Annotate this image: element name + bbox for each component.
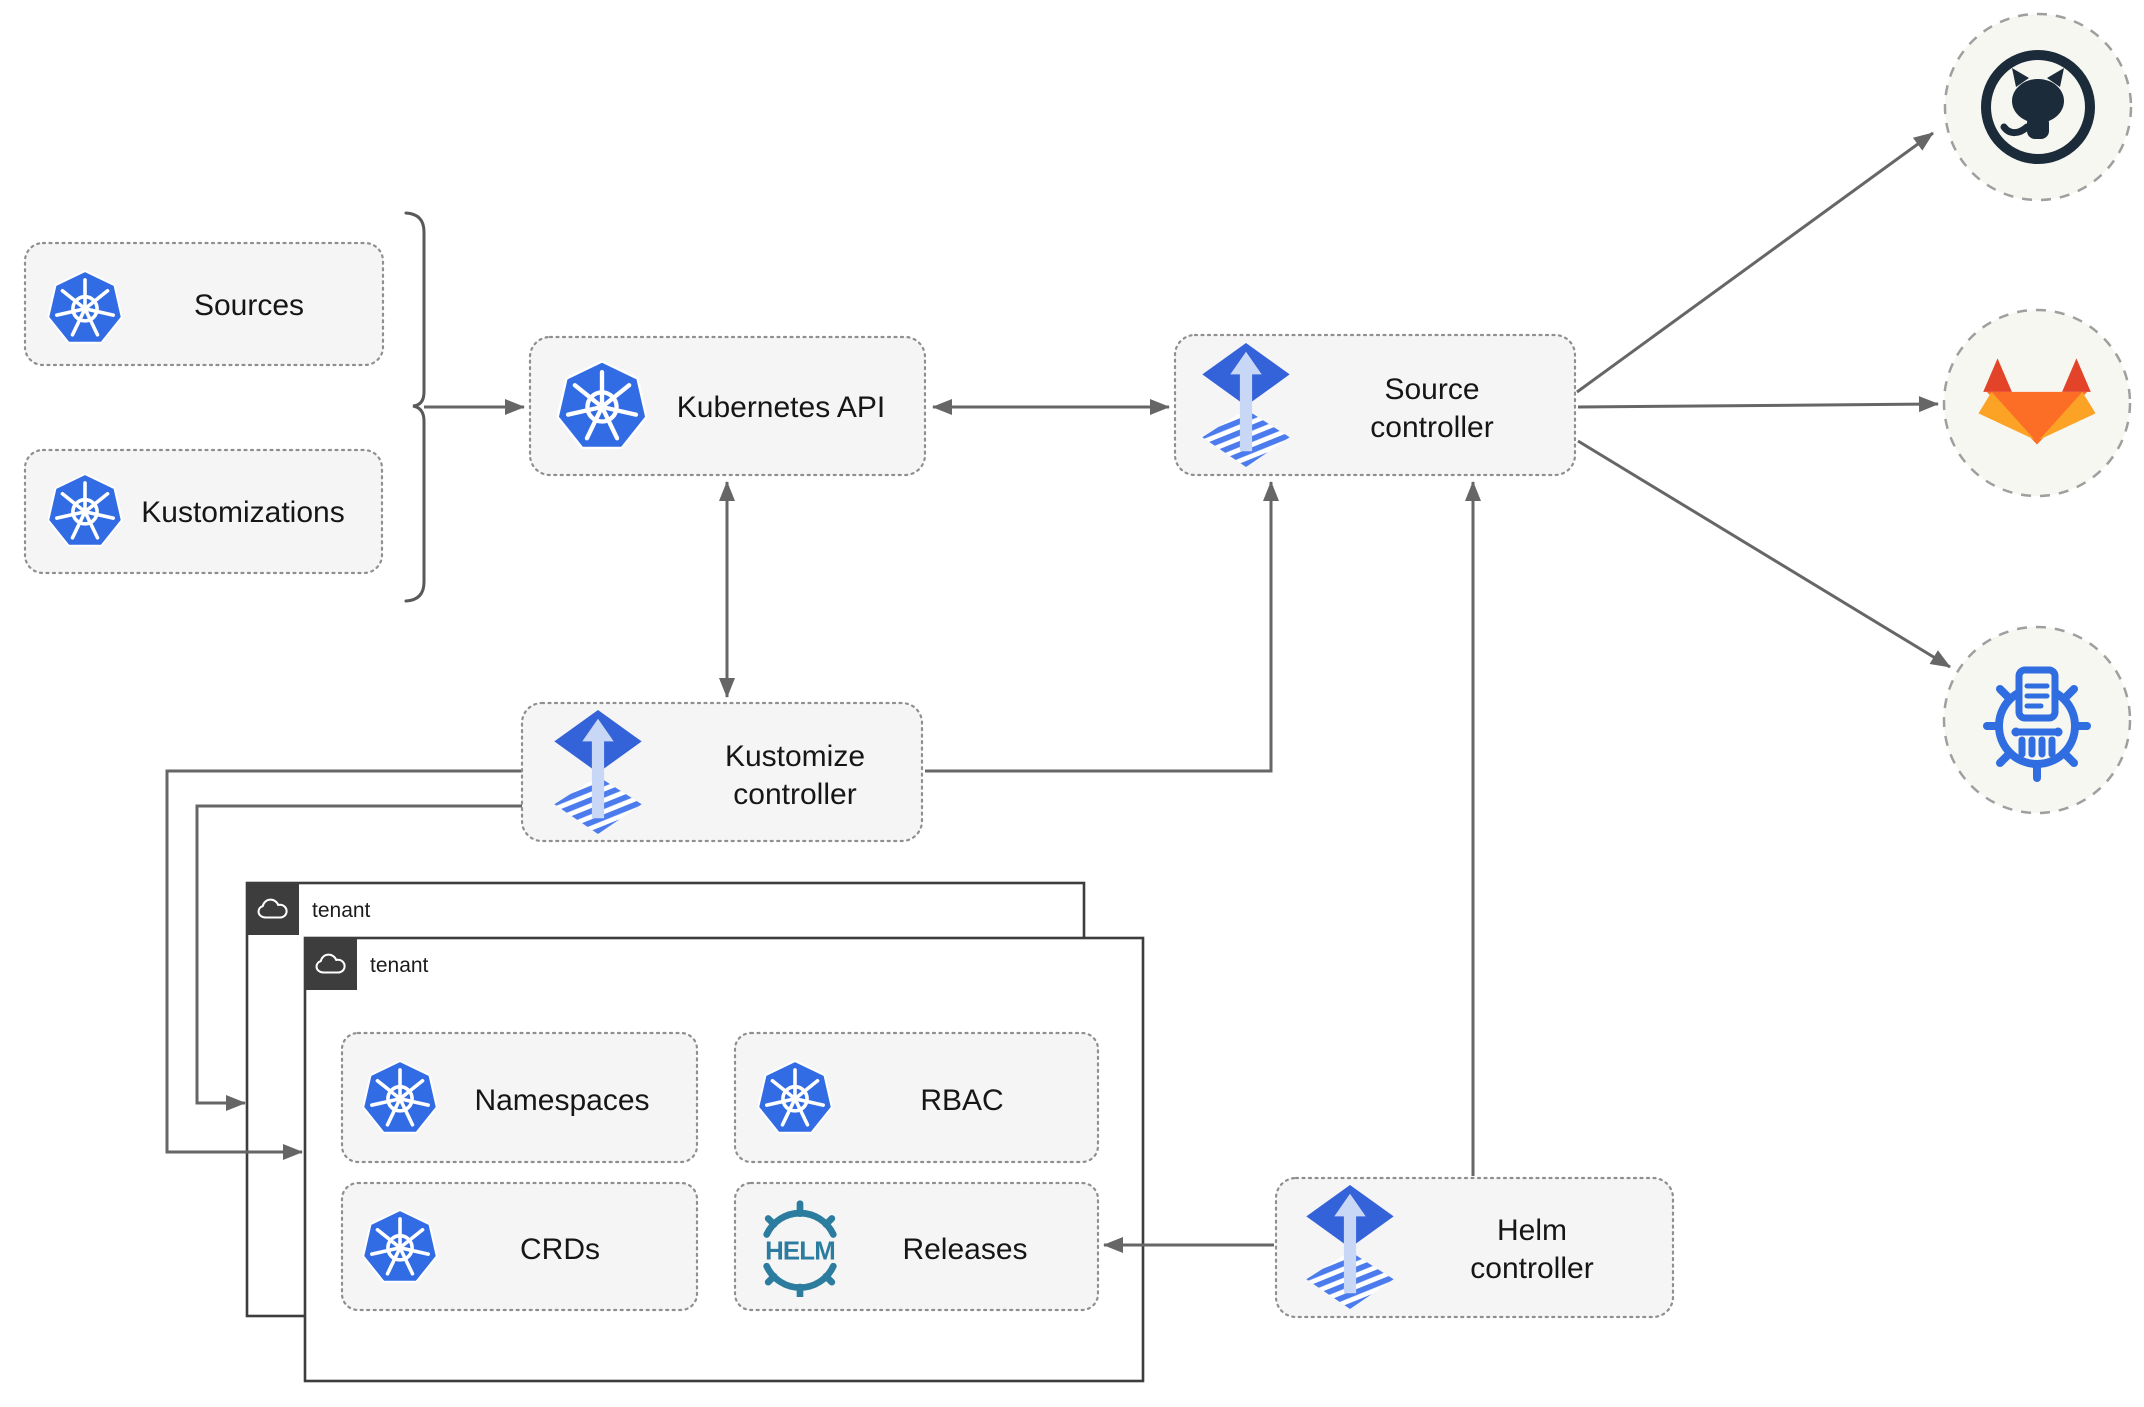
- source-controller-label-line1: Source: [1384, 373, 1479, 406]
- tenant-outer-tab: [247, 883, 299, 935]
- node-sources: Sources: [23, 241, 385, 367]
- arrow-source-controller-to-chartmuseum: [1577, 439, 1951, 669]
- crds-label: CRDs: [520, 1233, 600, 1266]
- namespaces-box: [340, 1031, 699, 1164]
- rbac-label: RBAC: [920, 1084, 1003, 1117]
- kustomize-controller-label-line2: controller: [733, 778, 856, 811]
- sources-bracket: [404, 211, 426, 603]
- arrow-kustomize-controller-to-source-controller: [925, 481, 1279, 773]
- kustomizations-label: Kustomizations: [141, 496, 344, 529]
- remote-gitlab: [1942, 308, 2132, 498]
- kustomize-controller-label-line1: Kustomize: [725, 740, 865, 773]
- kubernetes-icon: [47, 270, 123, 344]
- node-crds: CRDs: [340, 1181, 699, 1312]
- crds-box: [340, 1181, 699, 1312]
- kustomizations-box: [23, 448, 384, 575]
- source-controller-label-line2: controller: [1370, 411, 1493, 444]
- connector-overlay-layer: [165, 769, 1274, 1253]
- node-source-controller: Source controller: [1173, 333, 1577, 477]
- remote-github: [1943, 12, 2133, 202]
- arrow-source-controller-to-github: [1576, 131, 1934, 394]
- node-kubernetes-api: Kubernetes API: [528, 335, 927, 477]
- tenant-inner-label: tenant: [370, 954, 429, 977]
- kubernetes-icon: [559, 363, 645, 447]
- arrow-source-controller-to-gitlab: [1577, 396, 1939, 413]
- node-namespaces: Namespaces: [340, 1031, 699, 1164]
- node-releases: Releases: [733, 1181, 1100, 1312]
- kubernetes-icon: [362, 1060, 438, 1134]
- node-rbac: RBAC: [733, 1031, 1100, 1164]
- node-kustomizations: Kustomizations: [23, 448, 384, 575]
- sources-label: Sources: [194, 289, 304, 322]
- kubernetes-icon: [362, 1209, 438, 1283]
- helm-controller-label-line2: controller: [1470, 1252, 1593, 1285]
- rbac-box: [733, 1031, 1100, 1164]
- kubernetes-icon: [47, 473, 123, 547]
- arrow-kustomize-controller-to-outer-tenant: [195, 804, 524, 1111]
- node-helm-controller: Helm controller: [1274, 1176, 1675, 1319]
- kubernetes-icon: [757, 1060, 833, 1134]
- releases-label: Releases: [902, 1233, 1027, 1266]
- tenant-inner-tab: [305, 938, 357, 990]
- helm-controller-label-line1: Helm: [1497, 1214, 1567, 1247]
- arrow-kustomize-controller-to-inner-tenant: [165, 769, 524, 1160]
- tenant-outer-label: tenant: [312, 899, 371, 922]
- remote-chartmuseum: [1942, 625, 2132, 815]
- node-kustomize-controller: Kustomize controller: [520, 701, 924, 843]
- namespaces-label: Namespaces: [474, 1084, 649, 1117]
- connector-layer: [404, 131, 1951, 1176]
- sources-box: [23, 241, 385, 367]
- kubernetes-api-label: Kubernetes API: [677, 391, 885, 424]
